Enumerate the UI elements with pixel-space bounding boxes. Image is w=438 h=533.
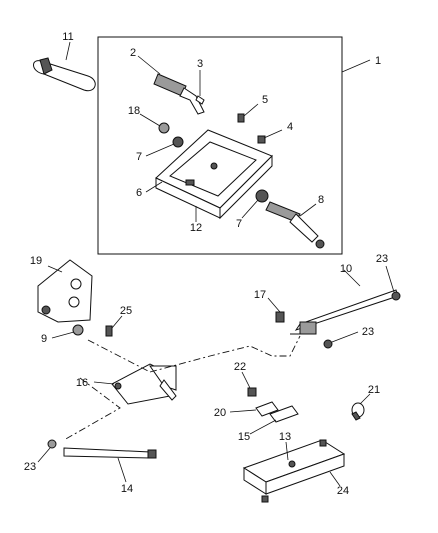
part-5-screw (237, 113, 245, 123)
callout-9: 9 (41, 333, 47, 345)
routing-line-1 (87, 339, 151, 373)
part-18-nut (158, 122, 170, 134)
callout-1: 1 (375, 55, 381, 67)
part-2-handle (153, 73, 205, 115)
part-20-plate (255, 401, 279, 417)
part-8-link-arm (265, 201, 325, 249)
callout-2: 2 (130, 47, 136, 59)
callout-14: 14 (121, 483, 133, 495)
part-16-lever (111, 363, 177, 405)
callout-4: 4 (287, 121, 293, 133)
part-9-nut (72, 324, 84, 336)
part-10-rod (290, 289, 399, 335)
callout-5: 5 (262, 94, 268, 106)
callout-24: 24 (337, 485, 349, 497)
callout-10: 10 (340, 263, 352, 275)
part-14-rod (63, 447, 157, 459)
part-15-plate (269, 405, 299, 423)
callout-8: 8 (318, 194, 324, 206)
part-19-bracket (37, 259, 93, 323)
callout-15: 15 (238, 431, 250, 443)
part-7-bushing-upper (172, 136, 184, 148)
callout-6: 6 (136, 187, 142, 199)
callout-7-upper: 7 (136, 151, 142, 163)
part-6-tray (155, 129, 273, 220)
callout-12: 12 (190, 222, 202, 234)
callout-13: 13 (279, 431, 291, 443)
callout-21: 21 (368, 384, 380, 396)
callout-3: 3 (197, 58, 203, 70)
callout-19: 19 (30, 255, 42, 267)
part-23-nut-b (323, 339, 333, 349)
part-21-bulb (351, 402, 365, 421)
callout-7-lower: 7 (236, 218, 242, 230)
callout-18: 18 (128, 105, 140, 117)
part-22-bolt (247, 387, 257, 397)
part-4-clip (257, 135, 266, 144)
part-23-nut-c (47, 439, 57, 449)
callout-20: 20 (214, 407, 226, 419)
part-11-strap (33, 57, 96, 92)
part-3-pin (195, 95, 205, 105)
callout-17: 17 (254, 289, 266, 301)
routing-line-2 (149, 335, 301, 373)
routing-line-3 (63, 377, 121, 441)
assembly-inset-frame (97, 36, 343, 255)
part-13-base (242, 439, 346, 503)
leader-lines (37, 41, 395, 487)
part-17-clip (275, 311, 285, 323)
callout-22: 22 (234, 361, 246, 373)
callout-23-upper: 23 (376, 253, 388, 265)
callout-11: 11 (62, 31, 73, 43)
callout-25: 25 (120, 305, 132, 317)
part-7-bushing-lower (255, 189, 269, 203)
part-23-nut-a (391, 291, 401, 301)
callout-16: 16 (76, 377, 88, 389)
callout-23-lower: 23 (24, 461, 36, 473)
callout-23-middle: 23 (362, 326, 374, 338)
part-25-bolt (105, 325, 113, 337)
